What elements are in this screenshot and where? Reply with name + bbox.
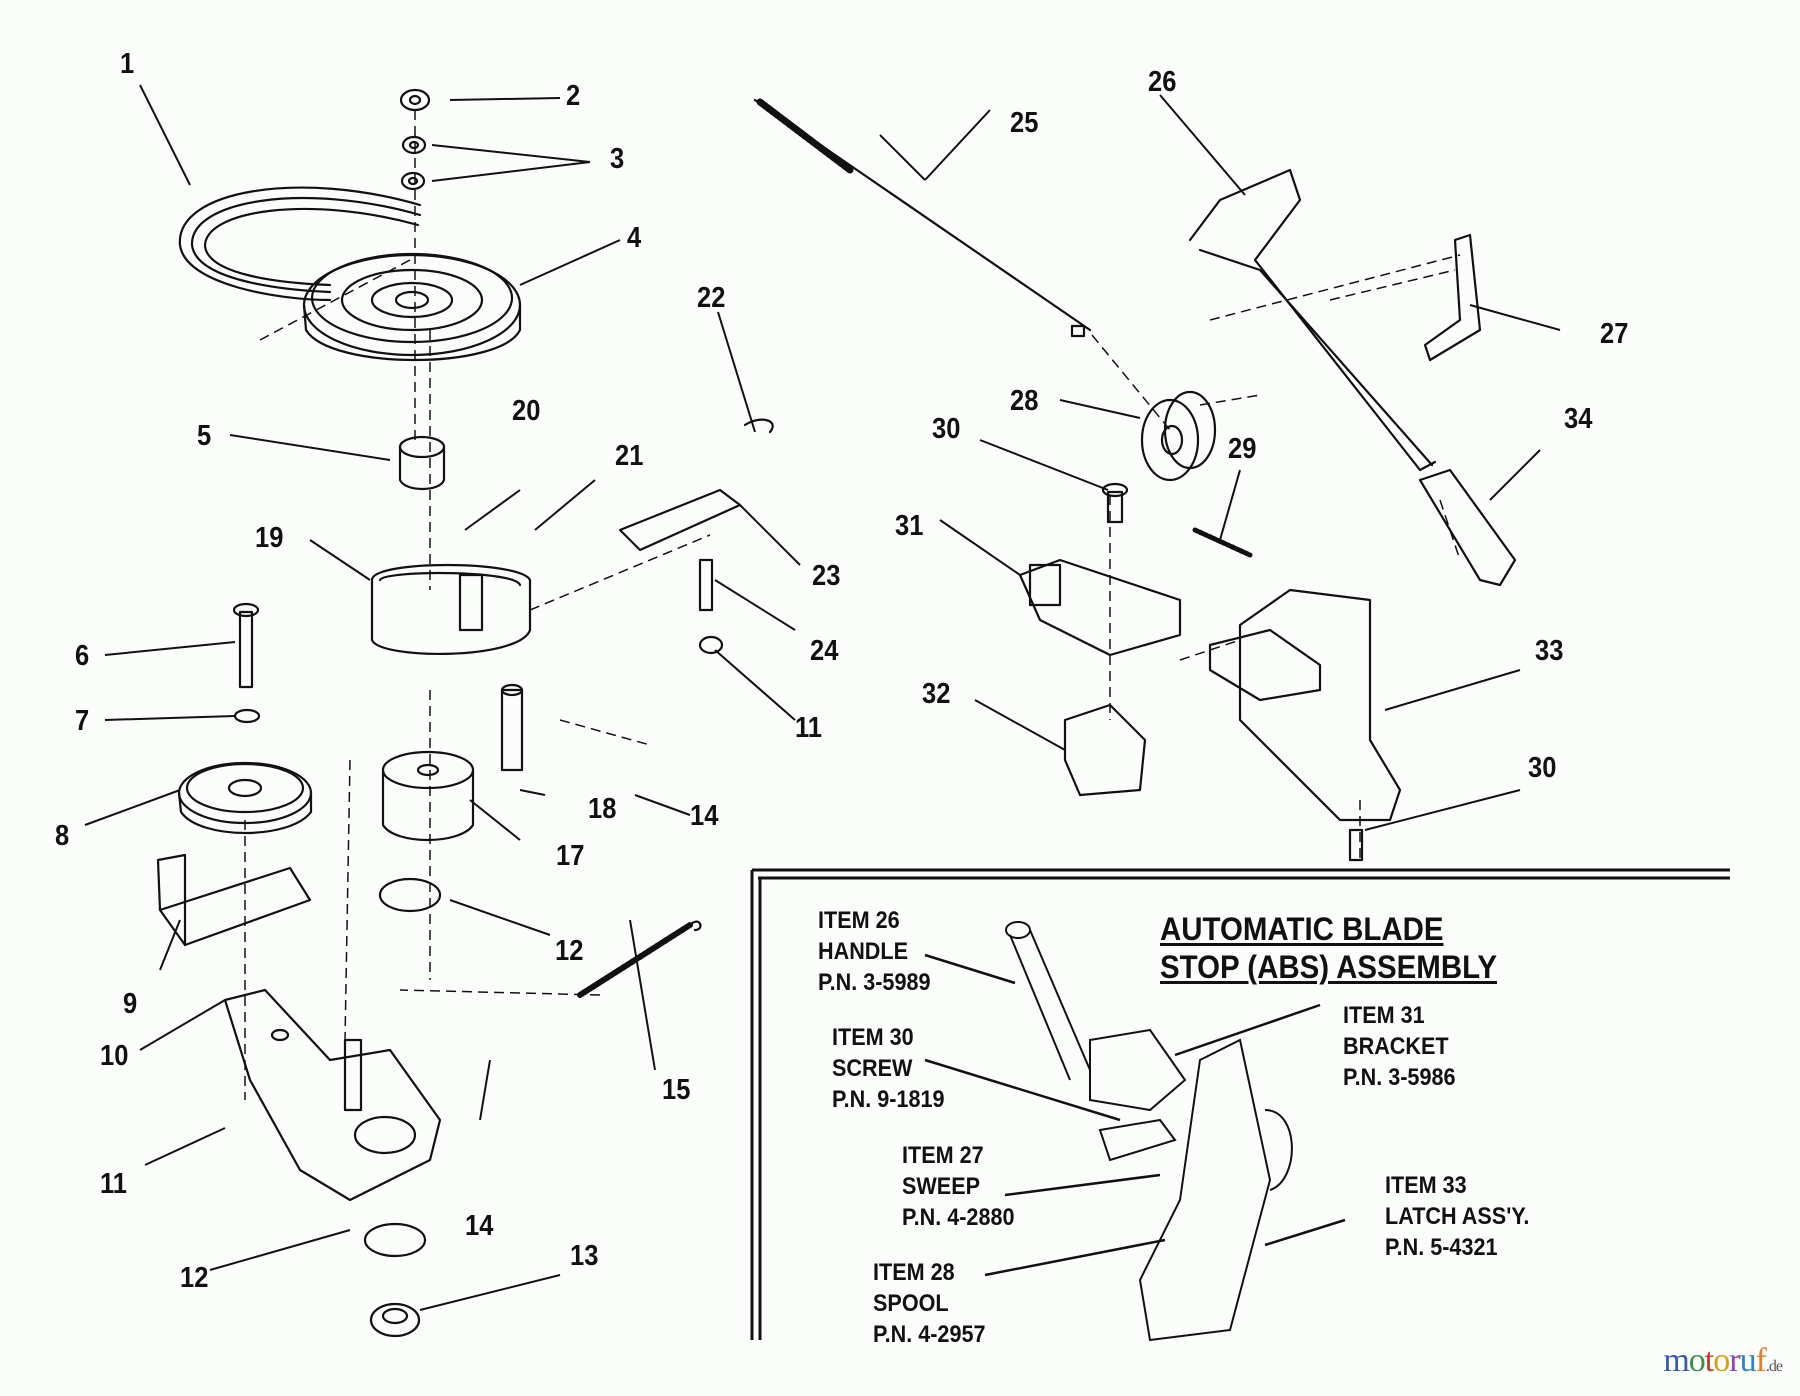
callout-15: 15 — [662, 1074, 691, 1106]
inset-drawing — [1005, 921, 1293, 1342]
part-number: P.N. 4-2880 — [902, 1204, 1015, 1231]
callout-25: 25 — [1010, 107, 1039, 139]
callout-11-upper: 11 — [795, 712, 822, 744]
item-number: ITEM 31 — [1343, 1002, 1425, 1029]
small-spring-part — [1192, 527, 1253, 558]
item-name: SPOOL — [873, 1290, 949, 1317]
guide-bracket-part — [156, 853, 312, 947]
watermark-letter: u — [1739, 1342, 1757, 1379]
handle-part — [1188, 168, 1437, 472]
watermark-logo: motoruf.de — [1663, 1342, 1783, 1380]
item-number: ITEM 33 — [1385, 1172, 1467, 1199]
inset-leaders — [924, 953, 1346, 1277]
watermark-letter: r — [1729, 1342, 1740, 1379]
watermark-letter: f — [1755, 1342, 1767, 1379]
callout-3: 3 — [610, 143, 625, 175]
callout-30-lower: 30 — [1528, 752, 1557, 784]
watermark-letter: t — [1704, 1342, 1715, 1379]
abs-bracket-part — [1018, 558, 1182, 657]
callout-26: 26 — [1148, 66, 1177, 98]
callout-5: 5 — [197, 420, 212, 452]
callout-1: 1 — [120, 48, 135, 80]
item-name: BRACKET — [1343, 1033, 1449, 1060]
callout-24: 24 — [810, 635, 839, 667]
callout-6: 6 — [75, 640, 90, 672]
item-name: HANDLE — [818, 938, 908, 965]
bolt-part — [232, 602, 261, 724]
part-number: P.N. 5-4321 — [1385, 1234, 1498, 1261]
inset-title: AUTOMATIC BLADE STOP (ABS) ASSEMBLY — [1160, 910, 1497, 986]
inset-item-bracket: ITEM 31 BRACKET P.N. 3-5986 — [1343, 1000, 1455, 1093]
callout-7: 7 — [75, 705, 90, 737]
spool-part — [1140, 390, 1217, 482]
callout-9: 9 — [123, 988, 138, 1020]
mount-plate-part — [223, 988, 442, 1202]
callout-4: 4 — [627, 222, 642, 254]
callout-29: 29 — [1228, 433, 1257, 465]
callout-10: 10 — [100, 1040, 129, 1072]
watermark-text: motoruf — [1663, 1342, 1767, 1380]
inset-item-handle: ITEM 26 HANDLE P.N. 3-5989 — [818, 905, 930, 998]
callout-30-upper: 30 — [932, 413, 961, 445]
spring-part — [577, 920, 702, 998]
link-plate-part — [618, 418, 774, 655]
item-number: ITEM 26 — [818, 907, 900, 934]
belt-part — [178, 186, 422, 302]
callout-21: 21 — [615, 440, 644, 472]
callout-14-upper: 14 — [690, 800, 719, 832]
callout-32: 32 — [922, 678, 951, 710]
callout-8: 8 — [55, 820, 70, 852]
callout-11-lower: 11 — [100, 1168, 127, 1200]
watermark-letter: m — [1663, 1342, 1689, 1379]
item-name: SCREW — [832, 1055, 913, 1082]
part-number: P.N. 3-5989 — [818, 969, 931, 996]
inset-item-screw: ITEM 30 SCREW P.N. 9-1819 — [832, 1022, 944, 1115]
callout-31: 31 — [895, 510, 924, 542]
callout-12-upper: 12 — [555, 935, 584, 967]
callout-2: 2 — [566, 80, 581, 112]
watermark-letter: o — [1688, 1342, 1706, 1379]
callout-27: 27 — [1600, 318, 1629, 350]
inset-item-spool: ITEM 28 SPOOL P.N. 4-2957 — [873, 1257, 985, 1350]
part-number: P.N. 9-1819 — [832, 1086, 945, 1113]
callout-34: 34 — [1564, 403, 1593, 435]
item-number: ITEM 30 — [832, 1024, 914, 1051]
item-number: ITEM 28 — [873, 1259, 955, 1286]
callout-18: 18 — [588, 793, 617, 825]
watermark-letter: o — [1713, 1342, 1730, 1379]
item-name: LATCH ASS'Y. — [1385, 1203, 1530, 1230]
callout-23: 23 — [812, 560, 841, 592]
callout-22: 22 — [697, 282, 726, 314]
latch-assembly-part — [1208, 588, 1402, 822]
callout-33: 33 — [1535, 635, 1564, 667]
idler-arm-part — [370, 563, 532, 656]
pulley-large-part — [302, 252, 522, 361]
cable-part — [753, 98, 1092, 338]
part-number: P.N. 3-5986 — [1343, 1064, 1456, 1091]
pin-part — [500, 683, 524, 772]
callout-13: 13 — [570, 1240, 599, 1272]
grip-part — [1418, 468, 1517, 587]
part-number: P.N. 4-2957 — [873, 1321, 986, 1348]
inset-frame — [750, 868, 1730, 1340]
sweep-part — [1423, 233, 1482, 362]
callout-20: 20 — [512, 395, 541, 427]
callout-28: 28 — [1010, 385, 1039, 417]
callout-19: 19 — [255, 522, 284, 554]
inset-item-latch: ITEM 33 LATCH ASS'Y. P.N. 5-4321 — [1385, 1170, 1529, 1263]
roller-part — [363, 750, 475, 1338]
inset-item-sweep: ITEM 27 SWEEP P.N. 4-2880 — [902, 1140, 1014, 1233]
inset-title-line-2: STOP (ABS) ASSEMBLY — [1160, 949, 1497, 985]
item-number: ITEM 27 — [902, 1142, 984, 1169]
screw-part — [1101, 482, 1364, 862]
callout-12-lower: 12 — [180, 1262, 209, 1294]
callout-14-lower: 14 — [465, 1210, 494, 1242]
callout-17: 17 — [556, 840, 585, 872]
inset-title-line-1: AUTOMATIC BLADE — [1160, 911, 1444, 947]
bushing-part — [398, 435, 446, 491]
watermark-tld: .de — [1765, 1358, 1783, 1375]
item-name: SWEEP — [902, 1173, 981, 1200]
solenoid-part — [1063, 703, 1147, 797]
